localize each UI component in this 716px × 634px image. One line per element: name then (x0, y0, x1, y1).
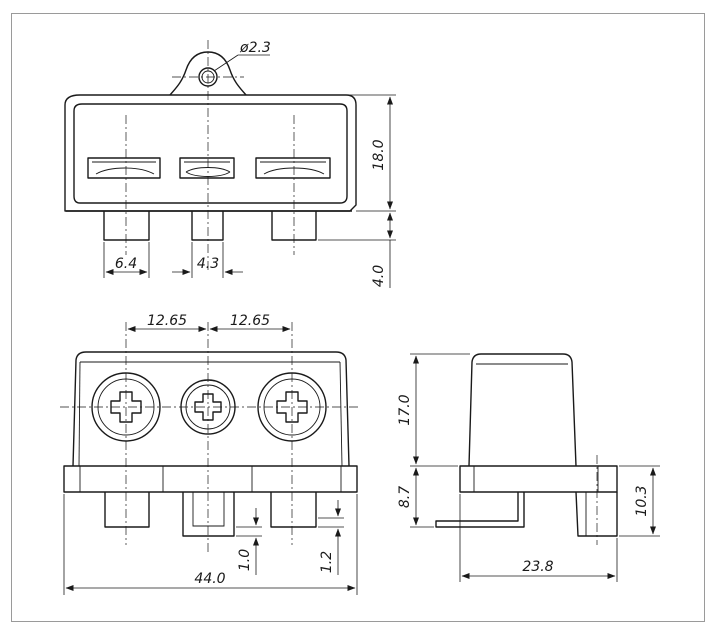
dim-depth: 23.8 (522, 559, 553, 575)
dim-pin-width-outer: 6.4 (115, 256, 137, 272)
dim-offset-left: 1.0 (237, 549, 253, 571)
dim-pitch-left: 12.65 (147, 313, 187, 329)
front-view: 12.65 12.65 44.0 1.0 1.2 (60, 313, 360, 595)
dim-pitch-right: 12.65 (230, 313, 270, 329)
top-view: ø2.3 18.0 4.0 6.4 4.3 (64, 40, 396, 288)
side-terminal (435, 492, 525, 528)
pin-left (103, 211, 150, 241)
housing-outline (64, 94, 357, 212)
drawing-frame (11, 13, 705, 622)
front-body (72, 351, 350, 467)
dim-base-height: 8.7 (397, 486, 413, 508)
dim-pin-width-middle: 4.3 (197, 256, 219, 272)
dim-hole-diameter: ø2.3 (239, 40, 271, 56)
dim-body-height: 17.0 (397, 394, 413, 425)
front-base (63, 465, 358, 493)
dim-pin-length: 4.0 (371, 265, 387, 287)
dim-height: 18.0 (371, 139, 387, 170)
side-base (459, 465, 618, 493)
dim-pin-height: 10.3 (634, 485, 650, 516)
dim-total-width: 44.0 (194, 571, 225, 587)
dim-offset-right: 1.2 (319, 551, 335, 573)
side-view: 17.0 8.7 10.3 23.8 (397, 353, 660, 582)
pin-middle (191, 211, 224, 241)
side-body (468, 353, 577, 467)
